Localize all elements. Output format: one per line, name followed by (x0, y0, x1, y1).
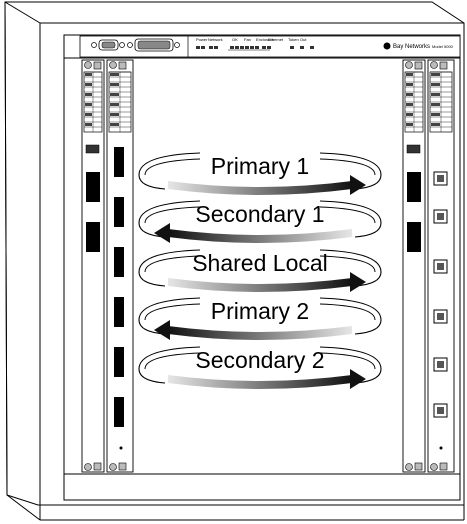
screw-icon (406, 464, 413, 471)
latch-icon (440, 463, 447, 470)
status-led (196, 46, 200, 49)
screw-icon (85, 62, 92, 69)
led-indicator (85, 113, 92, 116)
indicator-block (86, 145, 99, 153)
status-led (230, 46, 234, 49)
latch-icon (94, 463, 101, 470)
latch-icon (119, 62, 126, 69)
fiber-port (114, 347, 124, 377)
screw-icon (110, 62, 117, 69)
status-led (300, 46, 304, 49)
led-indicator (110, 113, 119, 116)
fiber-port (114, 247, 124, 277)
rj45-jack (437, 263, 444, 270)
indicator-dot (440, 447, 443, 450)
fiber-port (114, 147, 124, 177)
led-indicator (110, 123, 119, 126)
right-modules (403, 60, 454, 472)
screw-icon (431, 62, 438, 69)
led-indicator (406, 73, 413, 76)
screw-icon (406, 62, 413, 69)
status-led (267, 46, 271, 49)
led-indicator (406, 103, 413, 106)
status-led (240, 46, 244, 49)
led-indicator (431, 103, 440, 106)
fiber-port (407, 222, 421, 252)
fiber-port (86, 172, 100, 202)
fiber-port (407, 172, 421, 202)
led-indicator (406, 113, 413, 116)
status-label: Network (208, 37, 223, 42)
db25-connector (128, 39, 180, 51)
screw-icon (110, 464, 117, 471)
ring-label: Secondary 2 (195, 347, 324, 373)
status-led (310, 46, 314, 49)
indicator-dot (120, 447, 123, 450)
brand-name: Bay Networks (393, 44, 430, 50)
led-indicator (85, 73, 92, 76)
rj45-jack (437, 175, 444, 182)
status-led (209, 46, 213, 49)
led-indicator (431, 113, 440, 116)
led-indicator (431, 83, 440, 86)
led-indicator (85, 103, 92, 106)
latch-icon (119, 463, 126, 470)
fiber-port (114, 197, 124, 227)
status-label: Out (300, 37, 307, 42)
led-indicator (406, 83, 413, 86)
ring-label: Shared Local (192, 250, 328, 276)
latch-icon (94, 62, 101, 69)
led-indicator (431, 93, 440, 96)
status-led (255, 46, 259, 49)
latch-icon (440, 62, 447, 69)
rj45-jack (437, 361, 444, 368)
ring-label: Primary 1 (211, 153, 309, 179)
model-name: Model 5000 (432, 44, 454, 49)
rj45-jack (437, 313, 444, 320)
indicator-block (407, 145, 420, 153)
status-led (250, 46, 254, 49)
led-indicator (110, 73, 119, 76)
latch-icon (415, 463, 422, 470)
status-label: Power (196, 37, 208, 42)
led-indicator (110, 103, 119, 106)
screw-icon (431, 464, 438, 471)
fiber-port (114, 297, 124, 327)
screw-icon (85, 464, 92, 471)
rj45-jack (437, 213, 444, 220)
bay-logo-icon (384, 43, 391, 50)
status-led (214, 46, 218, 49)
status-label: Fan (244, 37, 251, 42)
fiber-port (114, 397, 124, 427)
led-indicator (85, 123, 92, 126)
fiber-port (86, 222, 100, 252)
led-indicator (431, 73, 440, 76)
led-indicator (85, 83, 92, 86)
ring-label: Primary 2 (211, 298, 309, 324)
led-indicator (406, 123, 413, 126)
status-led (262, 46, 266, 49)
left-modules (82, 60, 133, 472)
status-led (245, 46, 249, 49)
status-label: Ethernet (268, 37, 284, 42)
brand-block: Bay Networks Model 5000 (384, 43, 454, 51)
led-indicator (431, 123, 440, 126)
led-indicator (110, 83, 119, 86)
status-label: Token (288, 37, 299, 42)
latch-icon (415, 62, 422, 69)
status-led (290, 46, 294, 49)
status-label: OK (232, 37, 238, 42)
led-indicator (110, 93, 119, 96)
rj45-jack (437, 407, 444, 414)
status-led (235, 46, 239, 49)
status-led (201, 46, 205, 49)
led-indicator (85, 93, 92, 96)
ring-label: Secondary 1 (195, 201, 324, 227)
led-indicator (406, 93, 413, 96)
